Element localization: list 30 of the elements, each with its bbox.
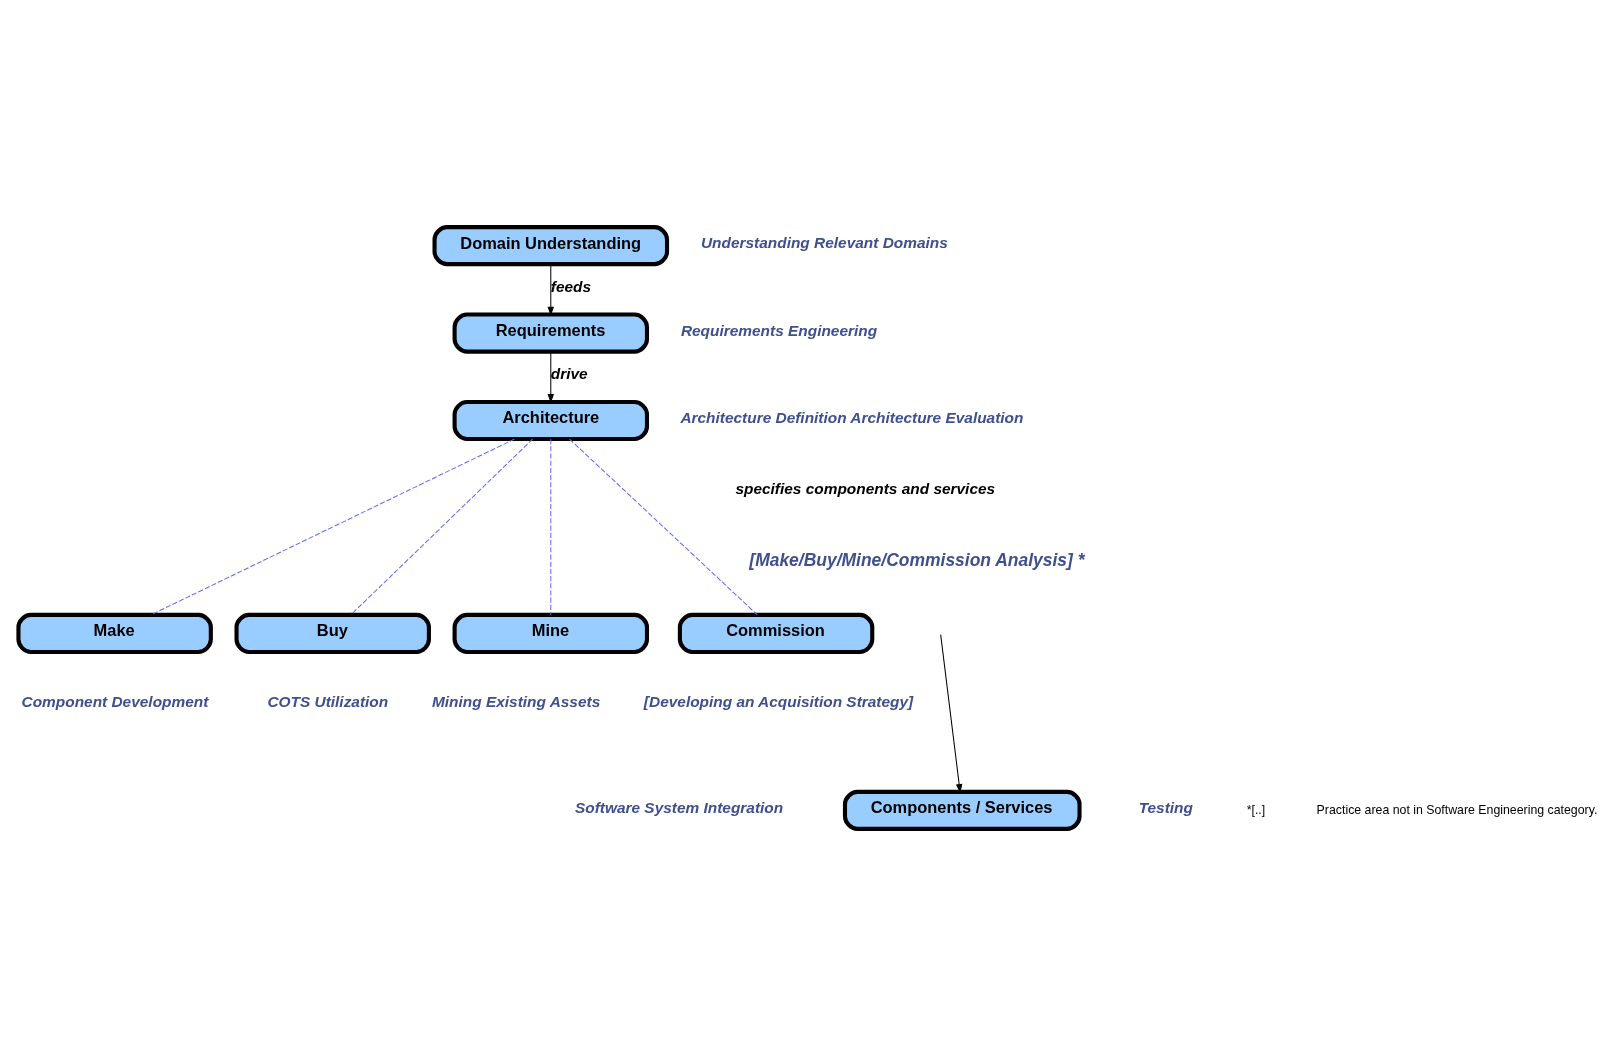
arrow [939,633,962,793]
node-label: COTS Utilization [266,692,388,710]
edge-label: drive [550,364,588,382]
node-box: Commission [677,612,874,654]
connector [568,438,758,615]
label: [Make/Buy/Mine/Commission Analysis] * [748,549,1085,570]
connector [149,438,515,615]
node-label: Architecture Definition Architecture Evaluation [679,408,1023,426]
node-box: Domain Understanding [432,224,669,266]
node-label: Understanding Relevant Domains [700,233,948,251]
node-box: Buy [233,612,431,654]
node-box: Requirements [452,312,649,354]
node-label: Component Development [21,692,208,710]
arrow [547,263,554,316]
label: Testing [1138,798,1193,816]
node-label: Mining Existing Assets [431,692,600,710]
label: Software System Integration [574,798,783,816]
edge-label: feeds [550,277,591,295]
label: Practice area not in Software Engineering category. [1316,802,1597,817]
connector [549,438,551,615]
node-box: Architecture [452,399,649,441]
node-box: Components / Services [842,789,1082,831]
label: specifies components and services [734,479,995,497]
label: *[..] [1246,802,1265,817]
connector [350,438,533,615]
node-box: Mine [452,612,649,654]
node-label: [Developing an Acquisition Strategy] [643,692,913,710]
node-box: Make [15,612,213,654]
arrow [547,350,554,403]
node-label: Requirements Engineering [680,321,877,339]
